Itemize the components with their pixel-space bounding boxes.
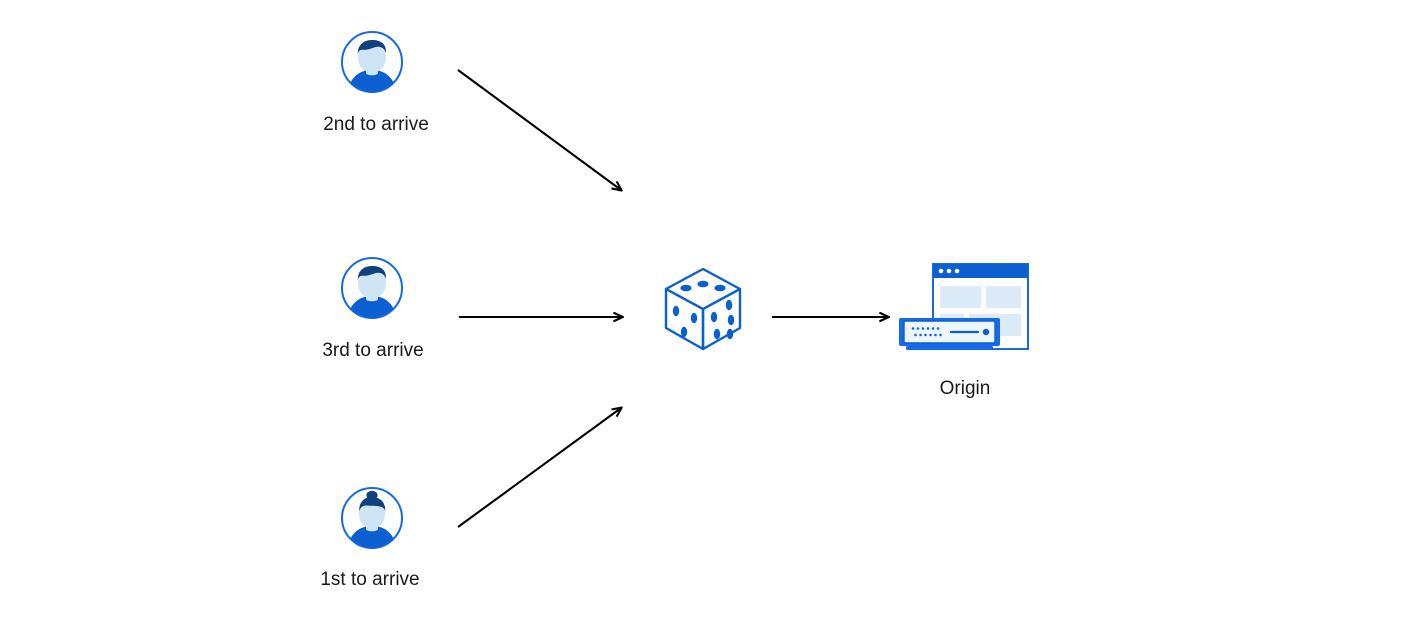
- label-client-3rd: 3rd to arrive: [322, 340, 424, 361]
- person-avatar-icon: [341, 257, 403, 319]
- node-client-3rd[interactable]: [340, 256, 404, 320]
- dice-cube-icon: [664, 267, 742, 351]
- server-appliance-icon: [899, 318, 1000, 350]
- node-random-selector[interactable]: [660, 264, 746, 354]
- node-client-1st[interactable]: [340, 486, 404, 550]
- person-avatar-icon: [341, 31, 403, 93]
- dice-left-face-dots: [672, 305, 698, 338]
- node-origin-server[interactable]: [893, 256, 1038, 366]
- window-traffic-light-dots: [938, 268, 960, 274]
- person-avatar-icon: [341, 487, 403, 549]
- dice-right-face-dots: [710, 299, 735, 340]
- label-client-2nd: 2nd to arrive: [323, 114, 429, 135]
- label-client-1st: 1st to arrive: [320, 569, 420, 590]
- appliance-led-dots: [911, 327, 942, 337]
- node-client-2nd[interactable]: [340, 30, 404, 94]
- label-origin-server: Origin: [939, 378, 991, 399]
- arrow-1st-to-dice: [457, 408, 621, 528]
- origin-server-icon: [899, 263, 1029, 350]
- dice-top-face-dots: [680, 280, 726, 292]
